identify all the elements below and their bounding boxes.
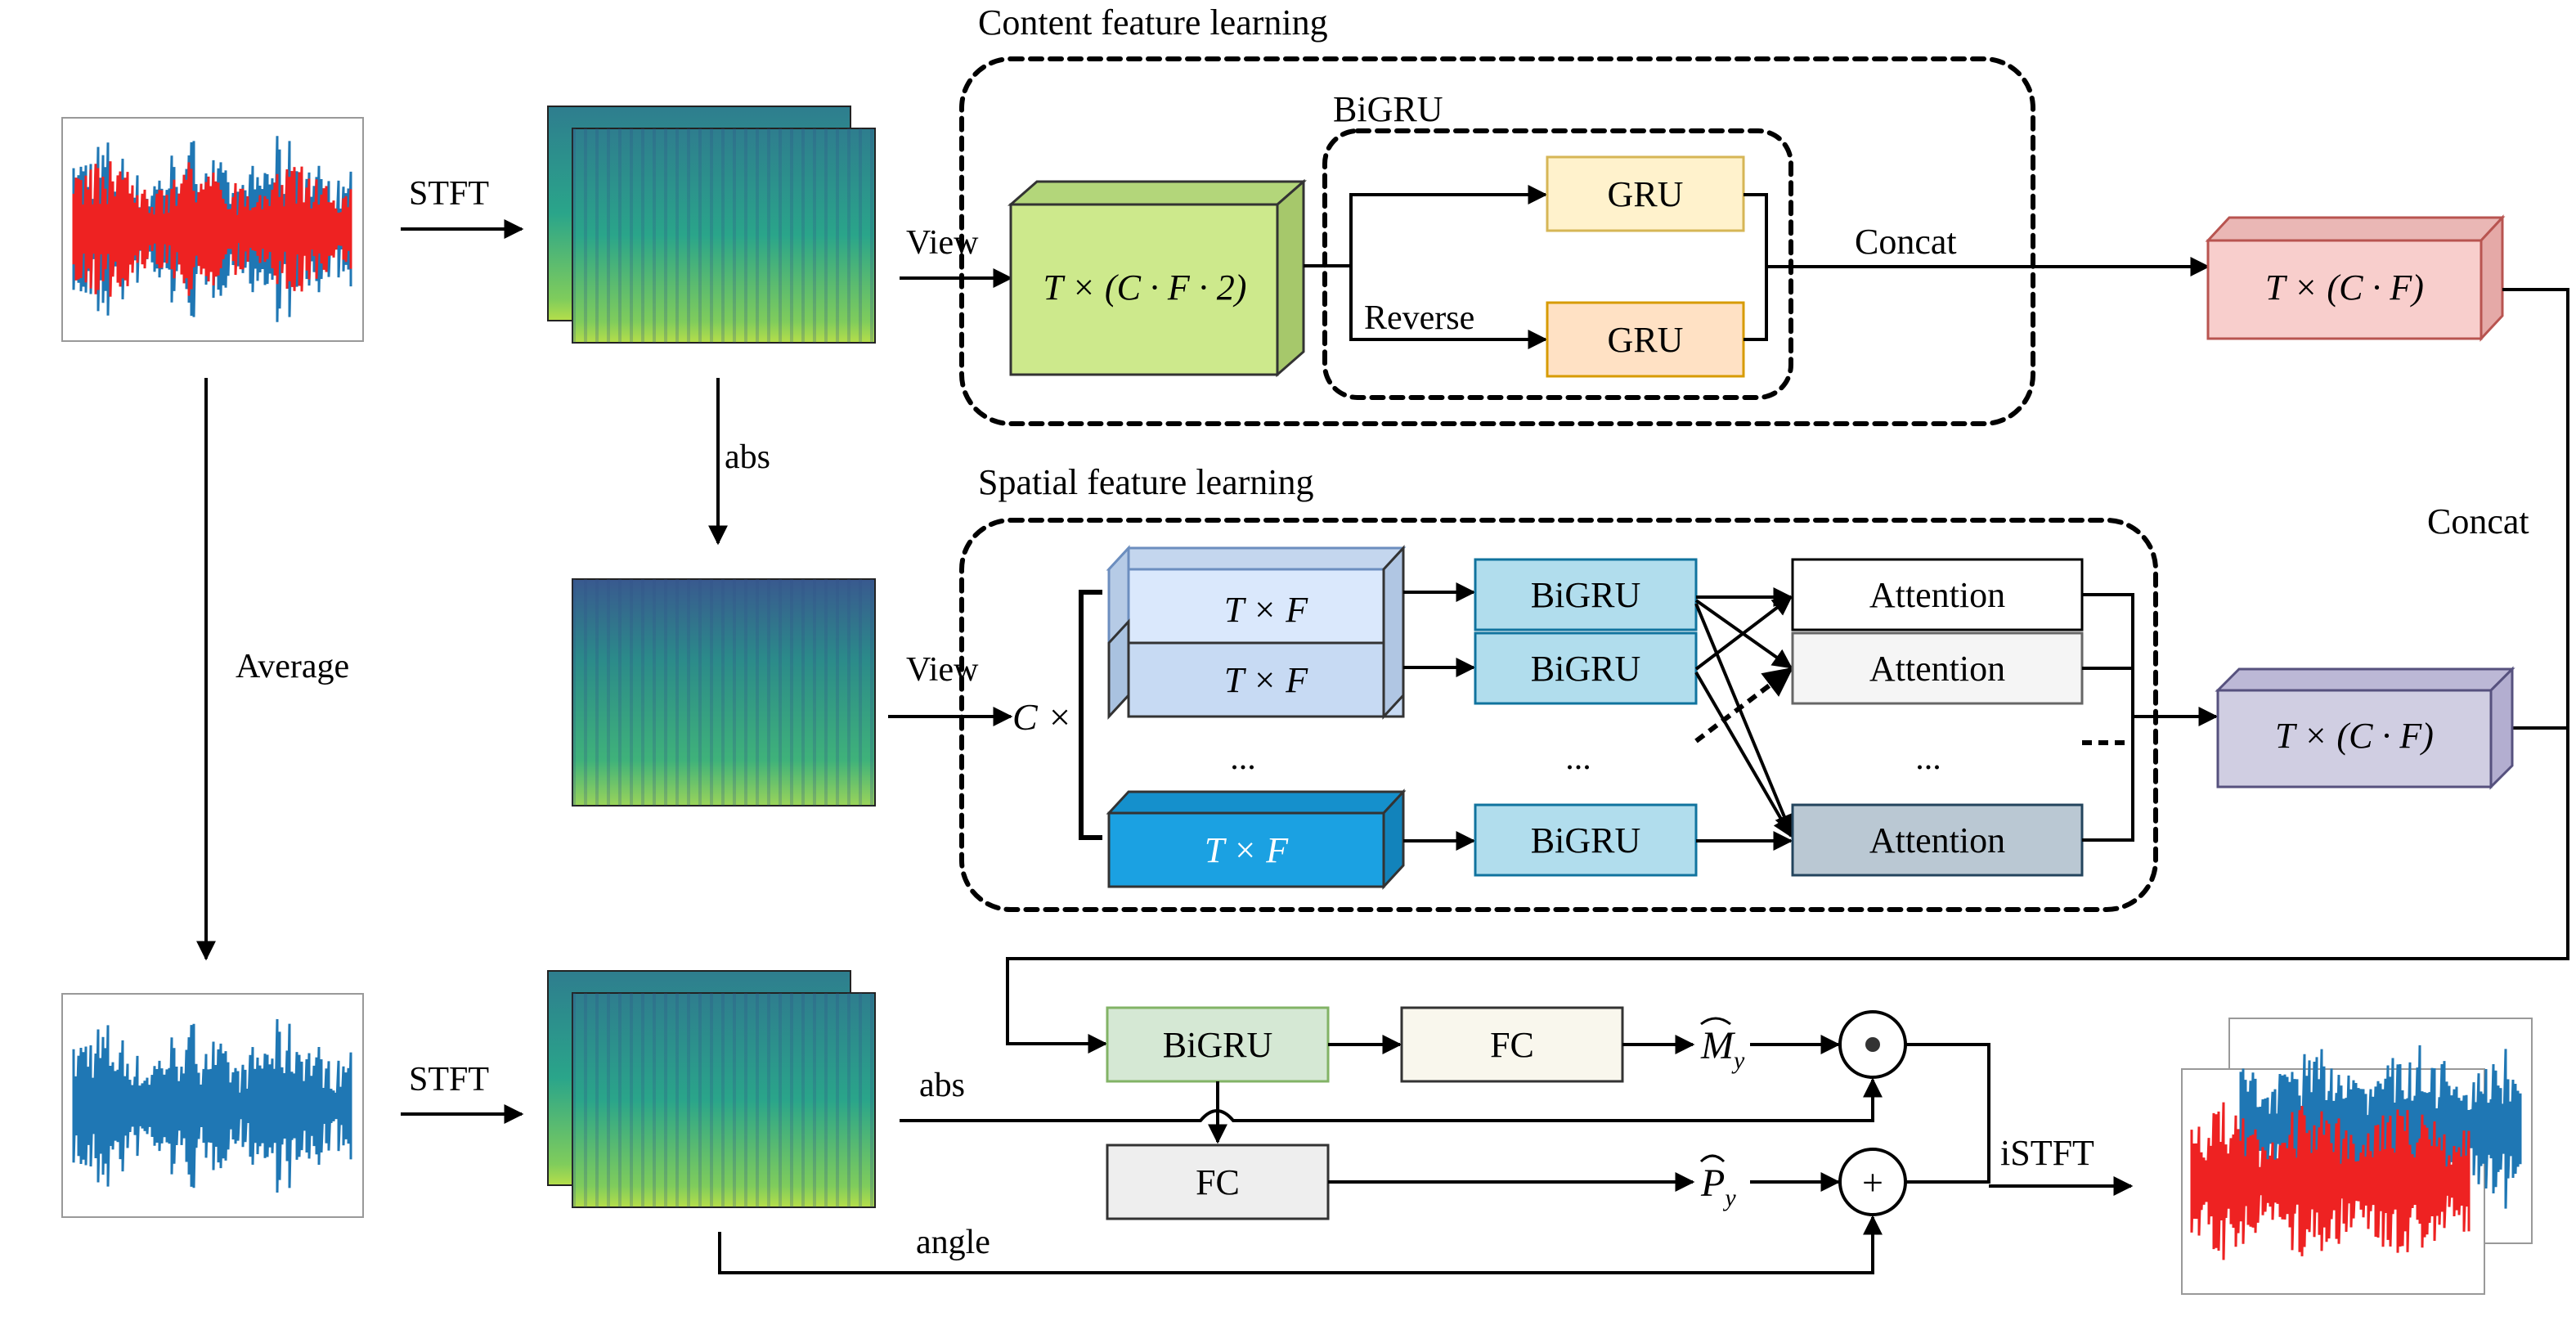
concat-right-label: Concat (2427, 501, 2529, 541)
spatial-slice-side (1382, 545, 1405, 720)
spatial-slice-2: T × F (1107, 618, 1405, 720)
attention-2-label: Attention (1869, 649, 2005, 689)
istft-label: iSTFT (2000, 1133, 2094, 1173)
phase-symbol: Py (1700, 1161, 1736, 1211)
gru-reverse-label: GRU (1608, 320, 1684, 360)
angle-label: angle (916, 1224, 990, 1261)
spectrogram-stack-top (547, 106, 876, 344)
view-spatial-label: View (906, 651, 979, 689)
concat-right-path (1006, 288, 2569, 1054)
spatial-feature-title: Spatial feature learning (978, 462, 1313, 502)
view-top-label: View (906, 224, 979, 262)
fc-phase-block (1106, 1144, 1330, 1220)
bigru1-to-attc-arrow (1694, 603, 1793, 835)
bigru-group-label: BiGRU (1333, 89, 1443, 129)
stft-top-label: STFT (409, 175, 489, 213)
spatial-output-block: T × (C · F) (2215, 666, 2515, 790)
fc-mask-label: FC (1490, 1025, 1534, 1065)
content-tensor-block: T × (C · F · 2) (1008, 178, 1307, 378)
input-waveform-multichannel (61, 117, 364, 342)
output-merge-line (1905, 1043, 1990, 1184)
multiply-dot (1865, 1037, 1880, 1052)
abs-bottom-label: abs (919, 1067, 965, 1104)
channel-bracket (1079, 590, 1102, 840)
decoder-bigru-block (1106, 1006, 1330, 1083)
average-label: Average (236, 648, 349, 685)
concat-top-label: Concat (1855, 222, 1957, 262)
bigru2-to-attc-arrow (1694, 671, 1793, 838)
gru-merge-line (1744, 193, 1768, 341)
bigru-1-label: BiGRU (1531, 575, 1640, 615)
gru-forward-block (1546, 155, 1745, 232)
reverse-branch-arrow (1349, 266, 1548, 349)
phase-hat (1699, 1154, 1726, 1163)
content-tensor-label: T × (C · F · 2) (1043, 267, 1247, 308)
ellipsis-to-att2-arrow (1694, 667, 1793, 744)
gru-reverse-block (1546, 301, 1745, 378)
attention-c-block (1791, 803, 2084, 877)
fc-phase-label: FC (1196, 1162, 1240, 1202)
spectrogram-stack-bottom (547, 970, 876, 1208)
attention-c-label: Attention (1869, 820, 2005, 860)
abs-vertical-label: abs (725, 438, 770, 476)
content-output-label: T × (C · F) (2265, 267, 2424, 308)
slice-ellipsis: ... (1230, 739, 1256, 777)
c-times-label: C × (1012, 696, 1072, 738)
spatial-slice-1-label: T × F (1224, 590, 1308, 630)
attention-2-block (1791, 631, 2084, 705)
attention-merge-line (2082, 593, 2134, 842)
reverse-label: Reverse (1364, 299, 1474, 337)
spatial-slice-1: T × F (1106, 545, 1407, 646)
content-feature-title: Content feature learning (978, 2, 1328, 43)
angle-to-add-arrow (718, 1215, 1883, 1274)
stft-bottom-label: STFT (409, 1061, 489, 1099)
attention-1-block (1791, 558, 2084, 631)
magnitude-spectrogram (572, 578, 876, 807)
fc-mask-block (1400, 1006, 1624, 1083)
spatial-slice-2-label: T × F (1224, 660, 1308, 700)
decoder-bigru-label: BiGRU (1163, 1025, 1272, 1065)
bigru-ellipsis: ... (1565, 739, 1591, 777)
bigru-c-label: BiGRU (1531, 820, 1640, 860)
attention-1-label: Attention (1869, 575, 2005, 615)
gru-forward-label: GRU (1608, 174, 1684, 214)
spatial-slice-c: T × F (1106, 789, 1407, 890)
add-symbol: + (1862, 1161, 1883, 1203)
spatial-slice-c-label: T × F (1205, 830, 1289, 870)
mask-hat (1700, 1017, 1731, 1026)
abs-to-multiply-arrow (900, 1077, 1883, 1122)
mask-symbol: My (1700, 1024, 1745, 1074)
bigru-2-label: BiGRU (1531, 649, 1640, 689)
output-waveform (2181, 1018, 2533, 1295)
content-feature-group (959, 56, 2035, 426)
bigru2-to-att1-arrow (1694, 595, 1793, 671)
bigru-1-block (1474, 558, 1698, 631)
averaged-waveform (61, 993, 364, 1218)
attention-ellipsis: ... (1915, 739, 1941, 777)
forward-branch-arrow (1304, 185, 1548, 267)
spatial-output-label: T × (C · F) (2275, 716, 2434, 756)
content-output-block: T × (C · F) (2205, 214, 2506, 342)
